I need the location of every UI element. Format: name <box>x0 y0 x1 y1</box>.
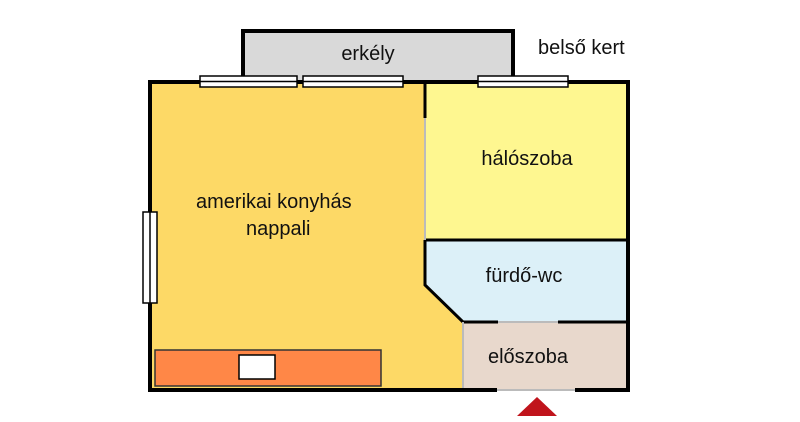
windows <box>142 75 569 304</box>
living-room-label-line2: nappali <box>246 218 311 240</box>
bathroom-label: fürdő-wc <box>486 265 563 287</box>
interior-walls <box>423 82 628 324</box>
bedroom-label: hálószoba <box>481 148 573 170</box>
kitchen-sink <box>238 354 276 380</box>
hall-area <box>463 322 628 390</box>
bathroom-area <box>425 240 628 322</box>
living-room-label-line1: amerikai konyhás <box>196 191 352 213</box>
bedroom-area <box>425 82 628 240</box>
garden-label: belső kert <box>538 37 625 59</box>
door-openings <box>424 118 575 391</box>
hall-label: előszoba <box>488 346 569 368</box>
balcony-label: erkély <box>341 43 394 65</box>
living-room-extension <box>425 285 463 390</box>
living-room-area <box>150 82 425 390</box>
entrance-arrow-icon <box>517 397 557 416</box>
